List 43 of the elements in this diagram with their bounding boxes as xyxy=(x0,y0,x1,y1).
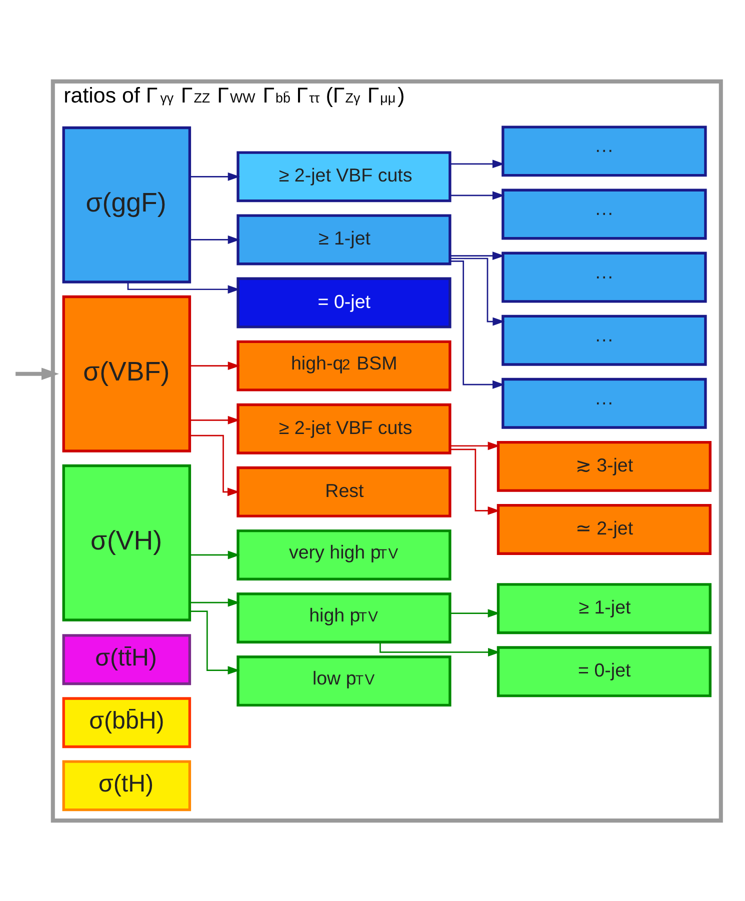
arrow xyxy=(450,608,500,618)
arrow xyxy=(15,367,58,380)
node-box: σ(ggF) xyxy=(62,126,191,283)
arrow xyxy=(450,251,504,260)
arrow xyxy=(190,172,240,180)
node-box: = 0-jet xyxy=(236,276,451,328)
arrow xyxy=(379,642,500,656)
arrow xyxy=(450,190,504,200)
arrow xyxy=(190,434,240,496)
node-box: σ(VBF) xyxy=(62,294,191,452)
node-box: ≥ 2-jet VBF cuts xyxy=(236,402,451,454)
arrow xyxy=(450,441,500,450)
arrow xyxy=(190,598,240,606)
node-box: ··· xyxy=(501,377,706,428)
node-box: ≥ 1-jet xyxy=(236,214,451,265)
arrow xyxy=(190,415,240,424)
node-box: ≥ 2-jet VBF cuts xyxy=(236,150,451,202)
node-box: σ(bb̄H) xyxy=(62,696,191,748)
node-box: low pTV xyxy=(236,655,451,706)
node-box: ··· xyxy=(501,188,706,240)
arrow xyxy=(190,361,240,370)
arrow xyxy=(450,448,500,514)
node-box: σ(tt̄H) xyxy=(62,634,191,685)
node-box: = 0-jet xyxy=(496,646,712,697)
node-box: high pTV xyxy=(236,592,451,643)
node-box: Rest xyxy=(236,466,451,517)
node-box: very high pTV xyxy=(236,528,451,580)
arrow xyxy=(450,159,504,168)
node-box: σ(tH) xyxy=(62,760,191,811)
node-box: σ(VH) xyxy=(62,464,191,621)
node-box: ··· xyxy=(501,251,706,302)
node-box: ··· xyxy=(501,314,706,366)
arrow xyxy=(190,235,240,244)
arrow xyxy=(450,260,504,388)
arrow xyxy=(126,282,240,294)
node-box: ≃ 2-jet xyxy=(496,503,712,554)
node-box: ··· xyxy=(501,125,706,176)
node-box: ≳ 3-jet xyxy=(496,440,712,492)
node-box: ≥ 1-jet xyxy=(496,582,712,634)
arrow xyxy=(450,257,504,326)
node-box: high-q2 BSM xyxy=(236,340,451,391)
arrow xyxy=(190,550,240,559)
arrow xyxy=(190,610,240,674)
